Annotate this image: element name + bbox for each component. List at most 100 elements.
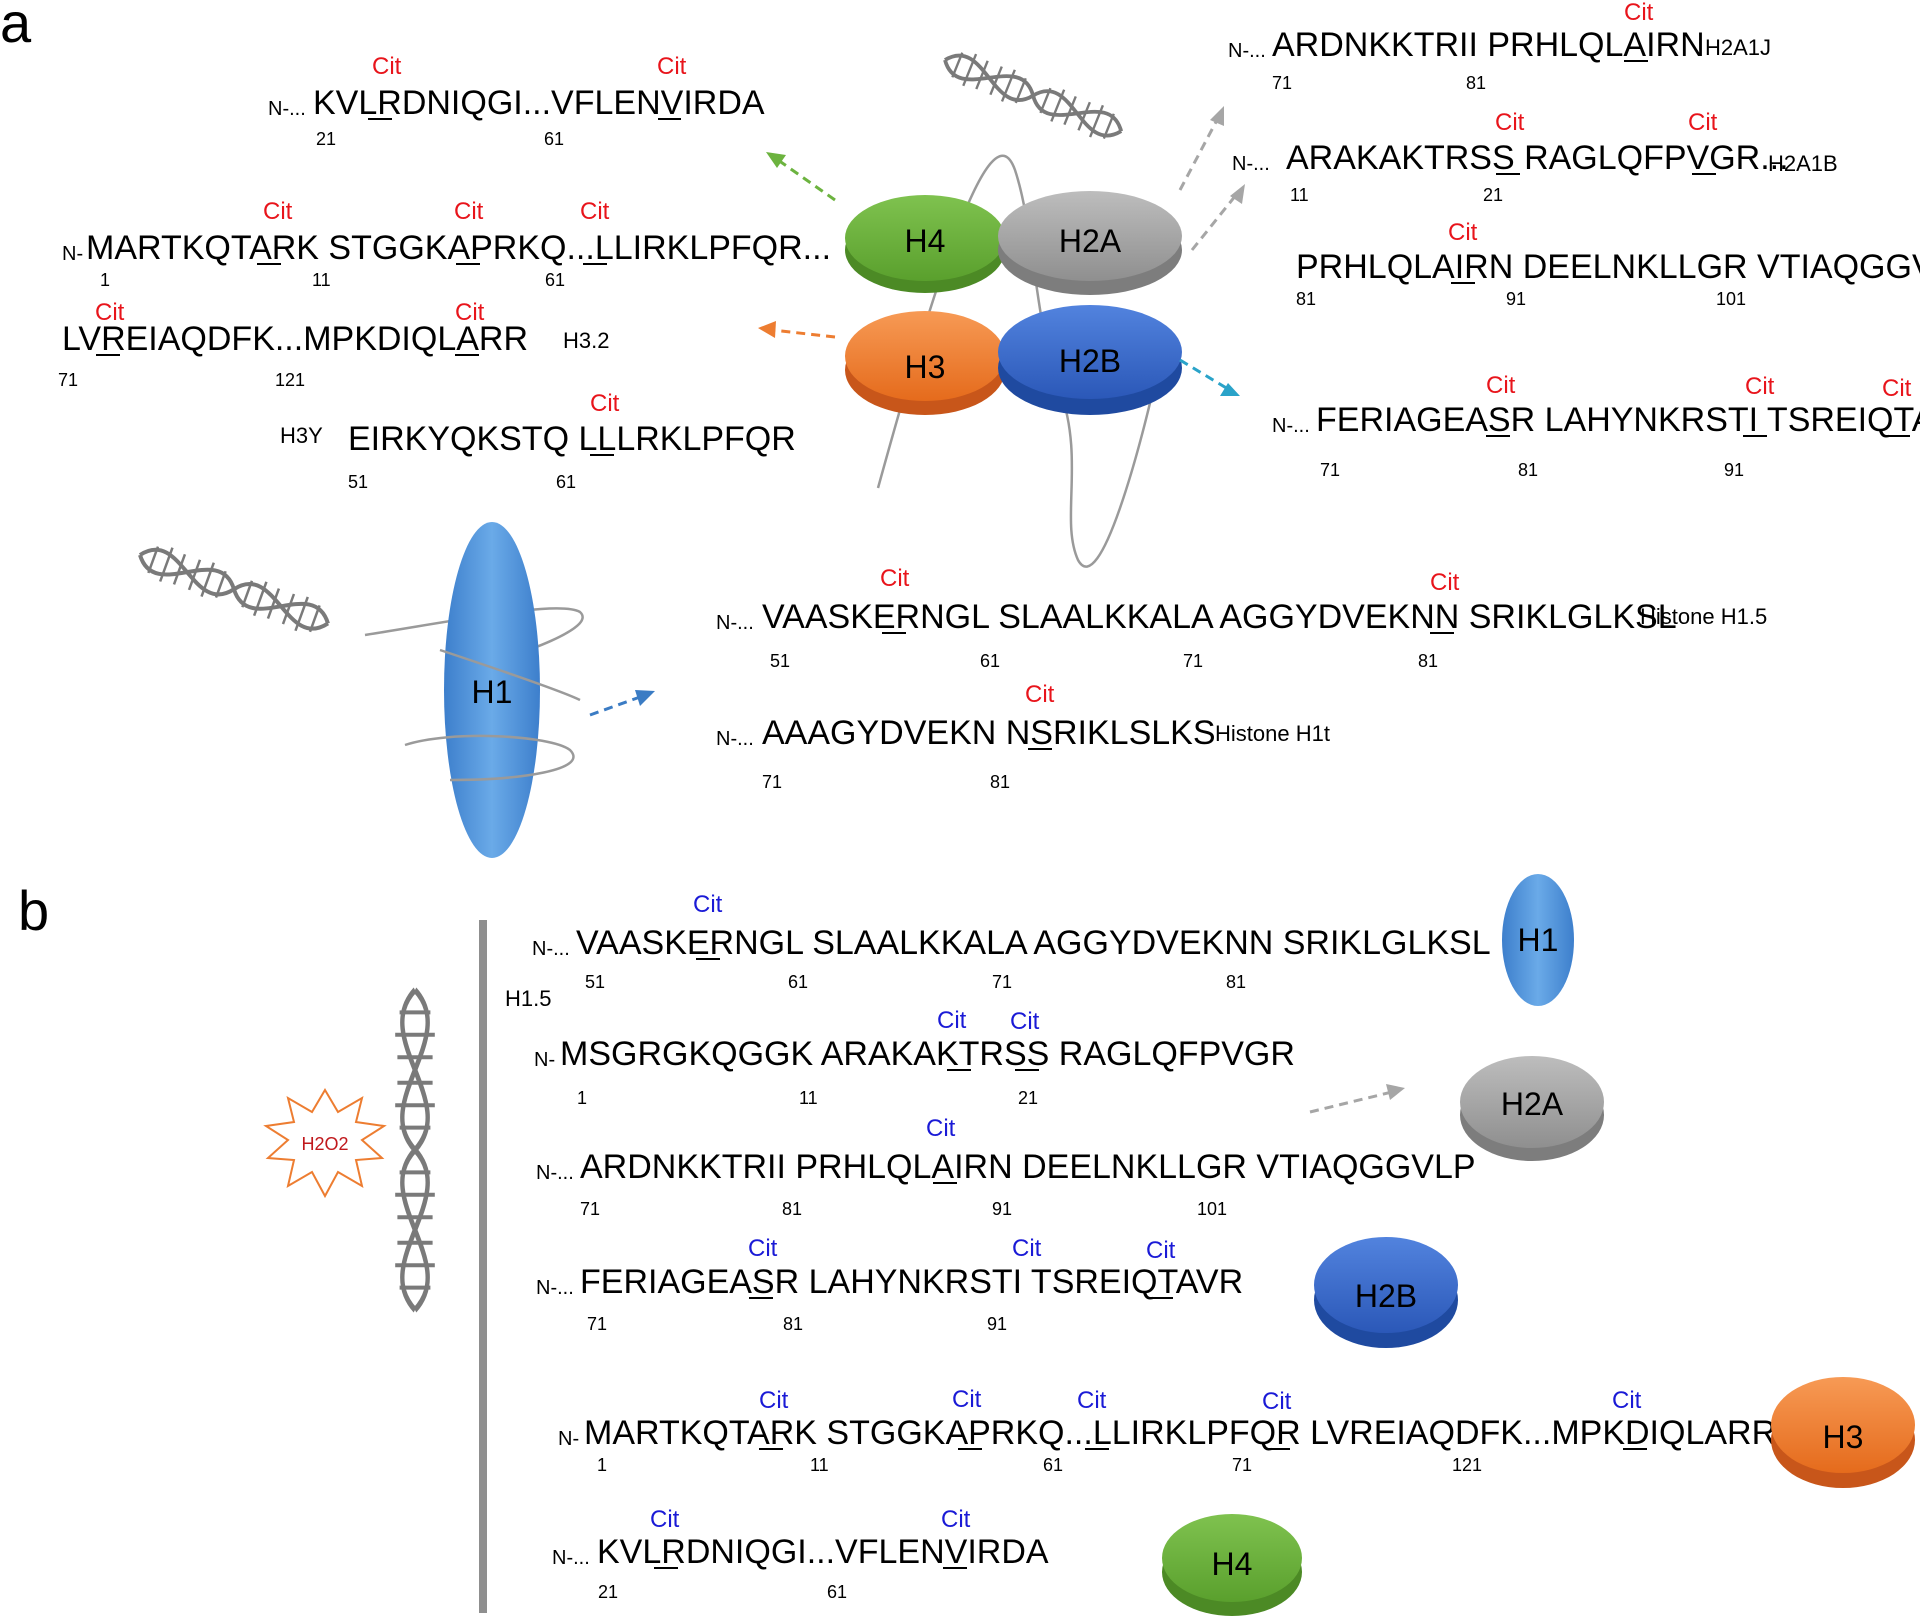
histone-h4-label: H4: [905, 223, 946, 259]
sequence-prefix: N-...: [552, 1547, 590, 1569]
residue-number: 71: [992, 972, 1012, 992]
histone-h3-label: H3: [1823, 1419, 1864, 1455]
residue-number: 81: [783, 1314, 803, 1334]
h2a1j-sequence: ARDNKKTRII PRHLQLAIRN DEELNKLLGR VTIAQGG…: [580, 1148, 1476, 1186]
h3-sequence: MARTKQTARK STGGKAPRKQ...LLIRKLPFQR...: [86, 229, 831, 267]
histone-h2b-label: H2B: [1355, 1278, 1417, 1314]
cit-label: Cit: [1025, 681, 1055, 708]
h2o2-label: H2O2: [301, 1134, 348, 1154]
dna-helix-icon: [131, 536, 337, 643]
residue-number: 21: [316, 129, 336, 149]
residue-number: 1: [577, 1088, 587, 1108]
histone-h4-disc: [845, 195, 1005, 281]
sequence-prefix: N-...: [536, 1162, 574, 1184]
residue-number: 101: [1716, 289, 1746, 309]
cit-label: Cit: [693, 891, 723, 918]
histone-h3-disc: [845, 311, 1005, 401]
residue-number: 81: [990, 772, 1010, 792]
residue-number: 1: [597, 1455, 607, 1475]
panel-label-a: a: [0, 0, 32, 54]
histone-h3-disc: [1771, 1377, 1915, 1473]
arrowhead-icon: [1230, 184, 1245, 204]
residue-number: 11: [1290, 185, 1309, 205]
residue-number: 91: [987, 1314, 1007, 1334]
cit-label: Cit: [580, 198, 610, 225]
residue-number: 81: [1418, 651, 1438, 671]
sequence-prefix: N-...: [1272, 415, 1310, 437]
h2b-sequence: FERIAGEASR LAHYNKRSTI TSREIQTAVR: [1316, 401, 1920, 439]
h3-variant-label: H3.2: [563, 328, 609, 353]
h2a1b-sequence: MSGRGKQGGK ARAKAKTRSS RAGLQFPVGR: [560, 1035, 1295, 1073]
residue-number: 81: [1296, 289, 1316, 309]
h3-sequence-2: LVREIAQDFK...MPKDIQLARR: [62, 320, 528, 358]
residue-number: 121: [1452, 1455, 1482, 1475]
residue-number: 71: [580, 1199, 600, 1219]
h2a1b-sequence: ARAKAKTRSS RAGLQFPVGR...: [1286, 139, 1789, 177]
h15-label: H1.5: [505, 986, 551, 1011]
residue-number: 61: [788, 972, 808, 992]
residue-number: 71: [1320, 460, 1340, 480]
histone-h1t-label: Histone H1t: [1215, 721, 1330, 746]
histone-h1-shape: [1502, 874, 1574, 1006]
dna-strand: [404, 648, 581, 782]
residue-number: 51: [770, 651, 790, 671]
histone-h2a-disc: [998, 191, 1182, 281]
residue-number: 81: [1518, 460, 1538, 480]
histone-h2a-label: H2A: [1059, 223, 1122, 259]
sequence-prefix: N-...: [716, 612, 754, 634]
cit-label: Cit: [1624, 0, 1654, 26]
residue-number: 61: [544, 129, 564, 149]
residue-number: 91: [992, 1199, 1012, 1219]
nucleosome-core: H4 H2A H3 H2B: [845, 42, 1182, 568]
sequence-prefix: N-...: [268, 98, 306, 120]
residue-number: 81: [1466, 73, 1486, 93]
cit-label: Cit: [455, 299, 485, 326]
residue-number: 71: [58, 370, 78, 390]
sequence-prefix: N-...: [532, 938, 570, 960]
cit-label: Cit: [1882, 375, 1912, 402]
cit-label: Cit: [1745, 373, 1775, 400]
h2o2-burst: H2O2: [263, 1088, 387, 1199]
histone-h4-label: H4: [1212, 1546, 1253, 1582]
h3-sequence: MARTKQTARK STGGKAPRKQ...LLIRKLPFQR LVREI…: [584, 1414, 1776, 1452]
cit-label: Cit: [454, 198, 484, 225]
h4-sequence: KVLRDNIQGI...VFLENVIRDA: [313, 84, 765, 122]
histone-h2b-disc: [998, 305, 1182, 399]
h2a1j-label: H2A1J: [1705, 35, 1771, 60]
histone-h2a-label: H2A: [1501, 1086, 1564, 1122]
cit-label: Cit: [1012, 1235, 1042, 1262]
residue-number: 81: [1226, 972, 1246, 992]
cit-label: Cit: [1010, 1008, 1040, 1035]
cit-label: Cit: [952, 1386, 982, 1413]
sequence-prefix: N-...: [1232, 153, 1270, 175]
h15-sequence: VAASKERNGL SLAALKKALA AGGYDVEKNN SRIKLGL…: [576, 924, 1491, 962]
residue-number: 11: [312, 270, 331, 290]
arrow-h4: [777, 158, 836, 202]
residue-number: 1: [100, 270, 110, 290]
sequence-prefix: N-...: [716, 728, 754, 750]
cit-label: Cit: [650, 1506, 680, 1533]
histone-h3-label: H3: [905, 349, 946, 385]
cit-label: Cit: [372, 53, 402, 80]
residue-number: 61: [545, 270, 565, 290]
residue-number: 21: [1018, 1088, 1038, 1108]
residue-number: 51: [585, 972, 605, 992]
histone-h4-disc: [1162, 1514, 1302, 1602]
cit-label: Cit: [759, 1387, 789, 1414]
cit-label: Cit: [1430, 569, 1460, 596]
cit-label: Cit: [95, 299, 125, 326]
h1t-sequence: AAAGYDVEKN NSRIKLSLKS: [762, 714, 1216, 752]
residue-number: 61: [980, 651, 1000, 671]
h15-sequence: VAASKERNGL SLAALKKALA AGGYDVEKNN SRIKLGL…: [762, 598, 1677, 636]
residue-number: 81: [782, 1199, 802, 1219]
residue-number: 11: [799, 1088, 818, 1108]
cit-label: Cit: [937, 1007, 967, 1034]
h2a1b-label: H2A1B: [1768, 151, 1838, 176]
h2a1j-sequence: ARDNKKTRII PRHLQLAIRN: [1272, 26, 1705, 64]
h3y-label: H3Y: [280, 423, 323, 448]
cit-label: Cit: [1495, 109, 1525, 136]
burst-icon: [263, 1088, 387, 1199]
residue-number: 51: [348, 472, 368, 492]
residue-number: 71: [1183, 651, 1203, 671]
